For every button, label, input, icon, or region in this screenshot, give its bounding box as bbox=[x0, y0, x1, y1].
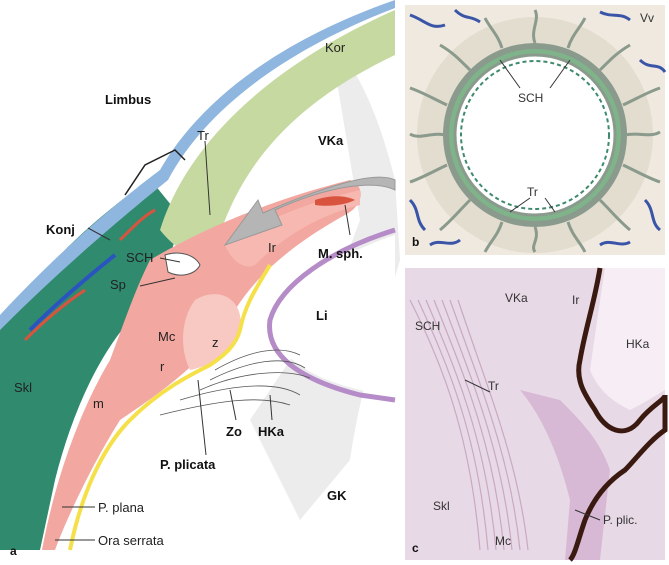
panel-c-label-sch: SCH bbox=[415, 319, 440, 333]
ciliary-processes bbox=[183, 294, 241, 370]
panel-b-letter: b bbox=[412, 235, 419, 249]
label-sp: Sp bbox=[110, 277, 126, 292]
label-kor: Kor bbox=[325, 40, 346, 55]
panel-a-letter: a bbox=[10, 544, 17, 558]
label-sch: SCH bbox=[126, 250, 153, 265]
panel-c-label-p-plic: P. plic. bbox=[603, 513, 637, 527]
label-hka: HKa bbox=[258, 424, 285, 439]
label-ora-serrata: Ora serrata bbox=[98, 533, 165, 548]
panel-b-label-sch: SCH bbox=[518, 91, 543, 105]
panel-b-label-tr: Tr bbox=[527, 185, 538, 199]
label-li: Li bbox=[316, 308, 328, 323]
panel-c-letter: c bbox=[412, 541, 419, 555]
panel-c-label-hka: HKa bbox=[626, 337, 650, 351]
panel-c-label-skl: Skl bbox=[433, 499, 450, 513]
label-ir: Ir bbox=[268, 240, 277, 255]
label-skl: Skl bbox=[14, 380, 32, 395]
label-zo: Zo bbox=[226, 424, 242, 439]
label-limbus: Limbus bbox=[105, 92, 151, 107]
label-gk: GK bbox=[327, 488, 347, 503]
label-vka: VKa bbox=[318, 133, 344, 148]
label-p-plana: P. plana bbox=[98, 500, 145, 515]
panel-c-label-vka: VKa bbox=[505, 291, 528, 305]
label-z: z bbox=[212, 335, 219, 350]
panel-a: Kor Limbus VKa Tr Konj SCH Ir M. sph. Sp… bbox=[0, 0, 400, 558]
panel-c-label-mc: Mc bbox=[495, 534, 511, 548]
label-mc: Mc bbox=[158, 329, 176, 344]
label-tr: Tr bbox=[197, 128, 209, 143]
panel-c: SCH VKa Ir HKa Tr Skl Mc P. plic. c bbox=[405, 268, 665, 560]
label-m: m bbox=[93, 396, 104, 411]
panel-b-label-vv: Vv bbox=[640, 11, 654, 25]
label-konj: Konj bbox=[46, 222, 75, 237]
panel-c-label-tr: Tr bbox=[488, 379, 499, 393]
label-r: r bbox=[160, 359, 165, 374]
panel-b: Vv SCH Tr b bbox=[405, 5, 665, 255]
label-p-plicata: P. plicata bbox=[160, 457, 216, 472]
label-m-sph: M. sph. bbox=[318, 246, 363, 261]
panel-c-label-ir: Ir bbox=[572, 293, 579, 307]
